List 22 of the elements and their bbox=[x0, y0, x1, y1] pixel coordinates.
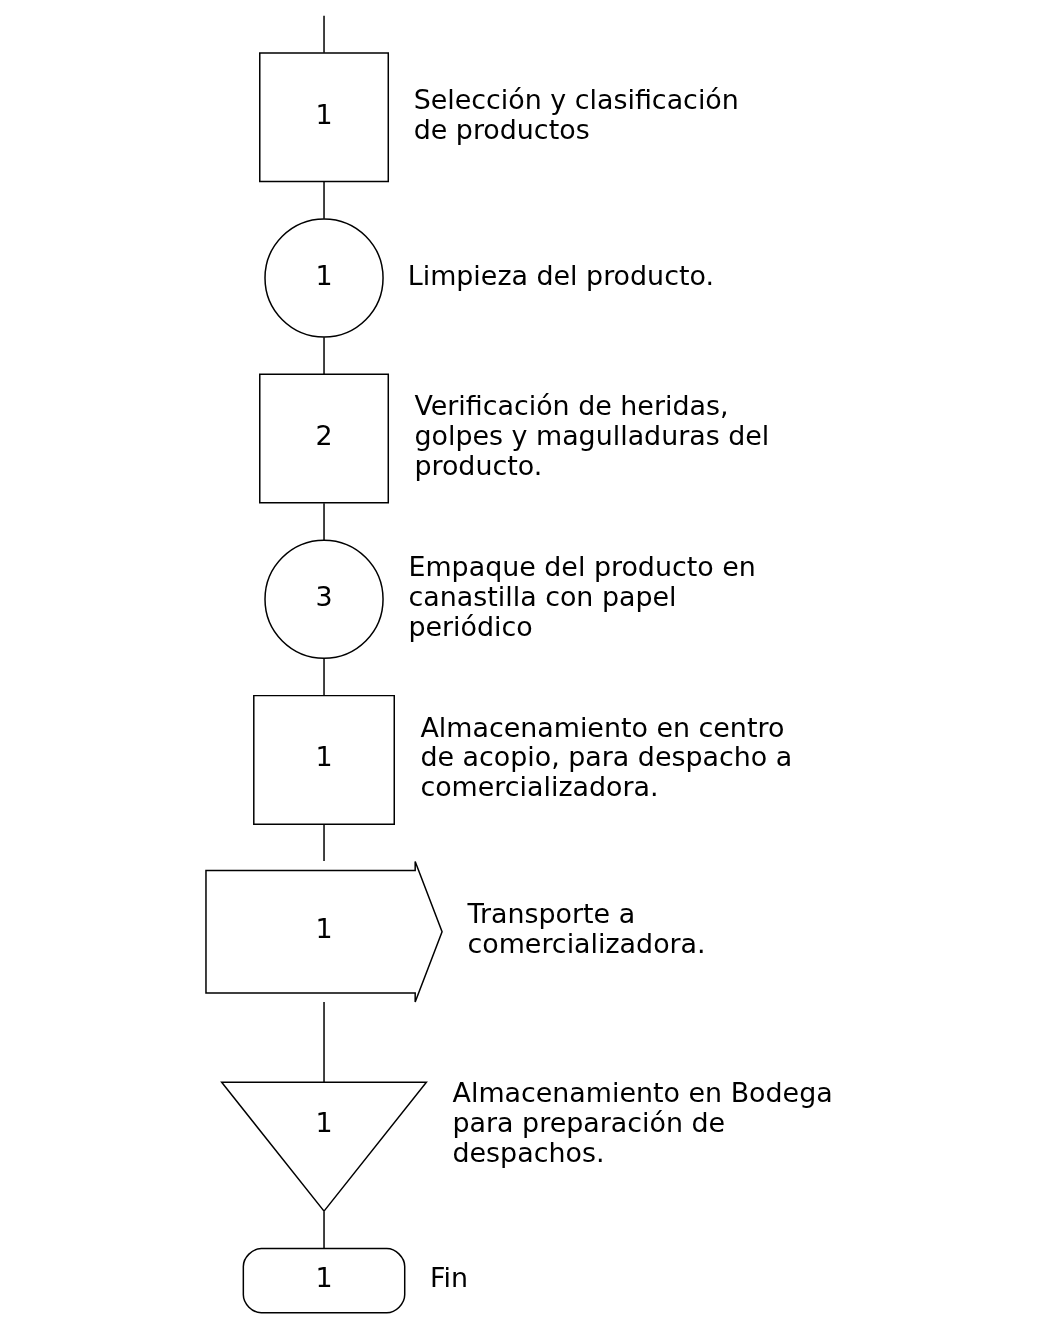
node-label: Almacenamiento en centro de acopio, para despacho a comercializadora. bbox=[420, 711, 793, 803]
node-label: Empaque del producto en canastilla con papel periódico bbox=[408, 550, 756, 642]
connector bbox=[323, 1210, 325, 1249]
node-circle: 1 bbox=[264, 218, 384, 338]
node-label: Selección y clasificación de productos bbox=[413, 83, 739, 145]
node-label: Verificación de heridas, golpes y magulladuras del producto. bbox=[414, 390, 770, 482]
connector bbox=[323, 1001, 325, 1083]
connector bbox=[323, 502, 325, 541]
node-box: 1 bbox=[259, 52, 390, 183]
connector bbox=[323, 181, 325, 220]
connector bbox=[323, 15, 325, 54]
node-label: Transporte a comercializadora. bbox=[467, 898, 706, 960]
connector bbox=[323, 823, 325, 862]
connector bbox=[323, 336, 325, 375]
node-label: Fin bbox=[430, 1262, 469, 1294]
node-label: Almacenamiento en Bodega para preparación de despachos. bbox=[452, 1076, 833, 1168]
node-circle: 3 bbox=[264, 539, 384, 659]
node-box: 1 bbox=[242, 1247, 406, 1314]
node-label: Limpieza del producto. bbox=[407, 259, 714, 291]
node-box: 2 bbox=[259, 373, 390, 504]
node-box: 1 bbox=[253, 694, 395, 825]
connector bbox=[323, 657, 325, 696]
